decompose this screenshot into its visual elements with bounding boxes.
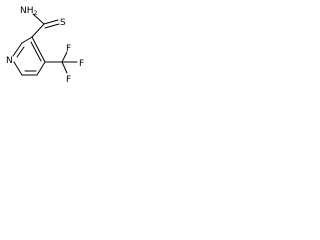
bond-ring-c3-c2 [21, 36, 33, 44]
bond-ring-c4-c3 [31, 36, 46, 63]
atom-label-fluorine-top: F [66, 44, 71, 54]
atom-label-fluorine-right: F [79, 59, 84, 69]
bond-ring-c2-n1-inner [16, 46, 25, 58]
amine-subscript: 2 [34, 10, 38, 17]
bond-ring-c2-n1 [12, 42, 23, 57]
bond-c3-thiocarbon [31, 23, 45, 38]
atom-label-fluorine-bottom: F [66, 75, 71, 85]
bond-cf3-f-bottom [61, 61, 68, 74]
thioamide-group [31, 13, 60, 38]
atom-label-ring-nitrogen: N [6, 56, 13, 66]
atom-label-sulfur: S [60, 18, 66, 28]
bond-ring-c4-c3-inner [30, 41, 42, 62]
atom-label-amine: NH2 [20, 6, 38, 17]
trifluoromethyl-group [44, 51, 78, 74]
bond-ring-c5-c4 [36, 61, 46, 76]
bond-thiocarbon-nh2 [32, 13, 45, 25]
bond-cf3-f-top [61, 51, 68, 63]
bond-thiocarbon-s [43, 19, 59, 25]
bond-ring-n1-c6 [13, 61, 23, 76]
pyridine-ring [12, 36, 46, 76]
bond-thiocarbon-s-double [44, 23, 60, 29]
molecule-structure: NH2 S N F F F [6, 6, 84, 85]
